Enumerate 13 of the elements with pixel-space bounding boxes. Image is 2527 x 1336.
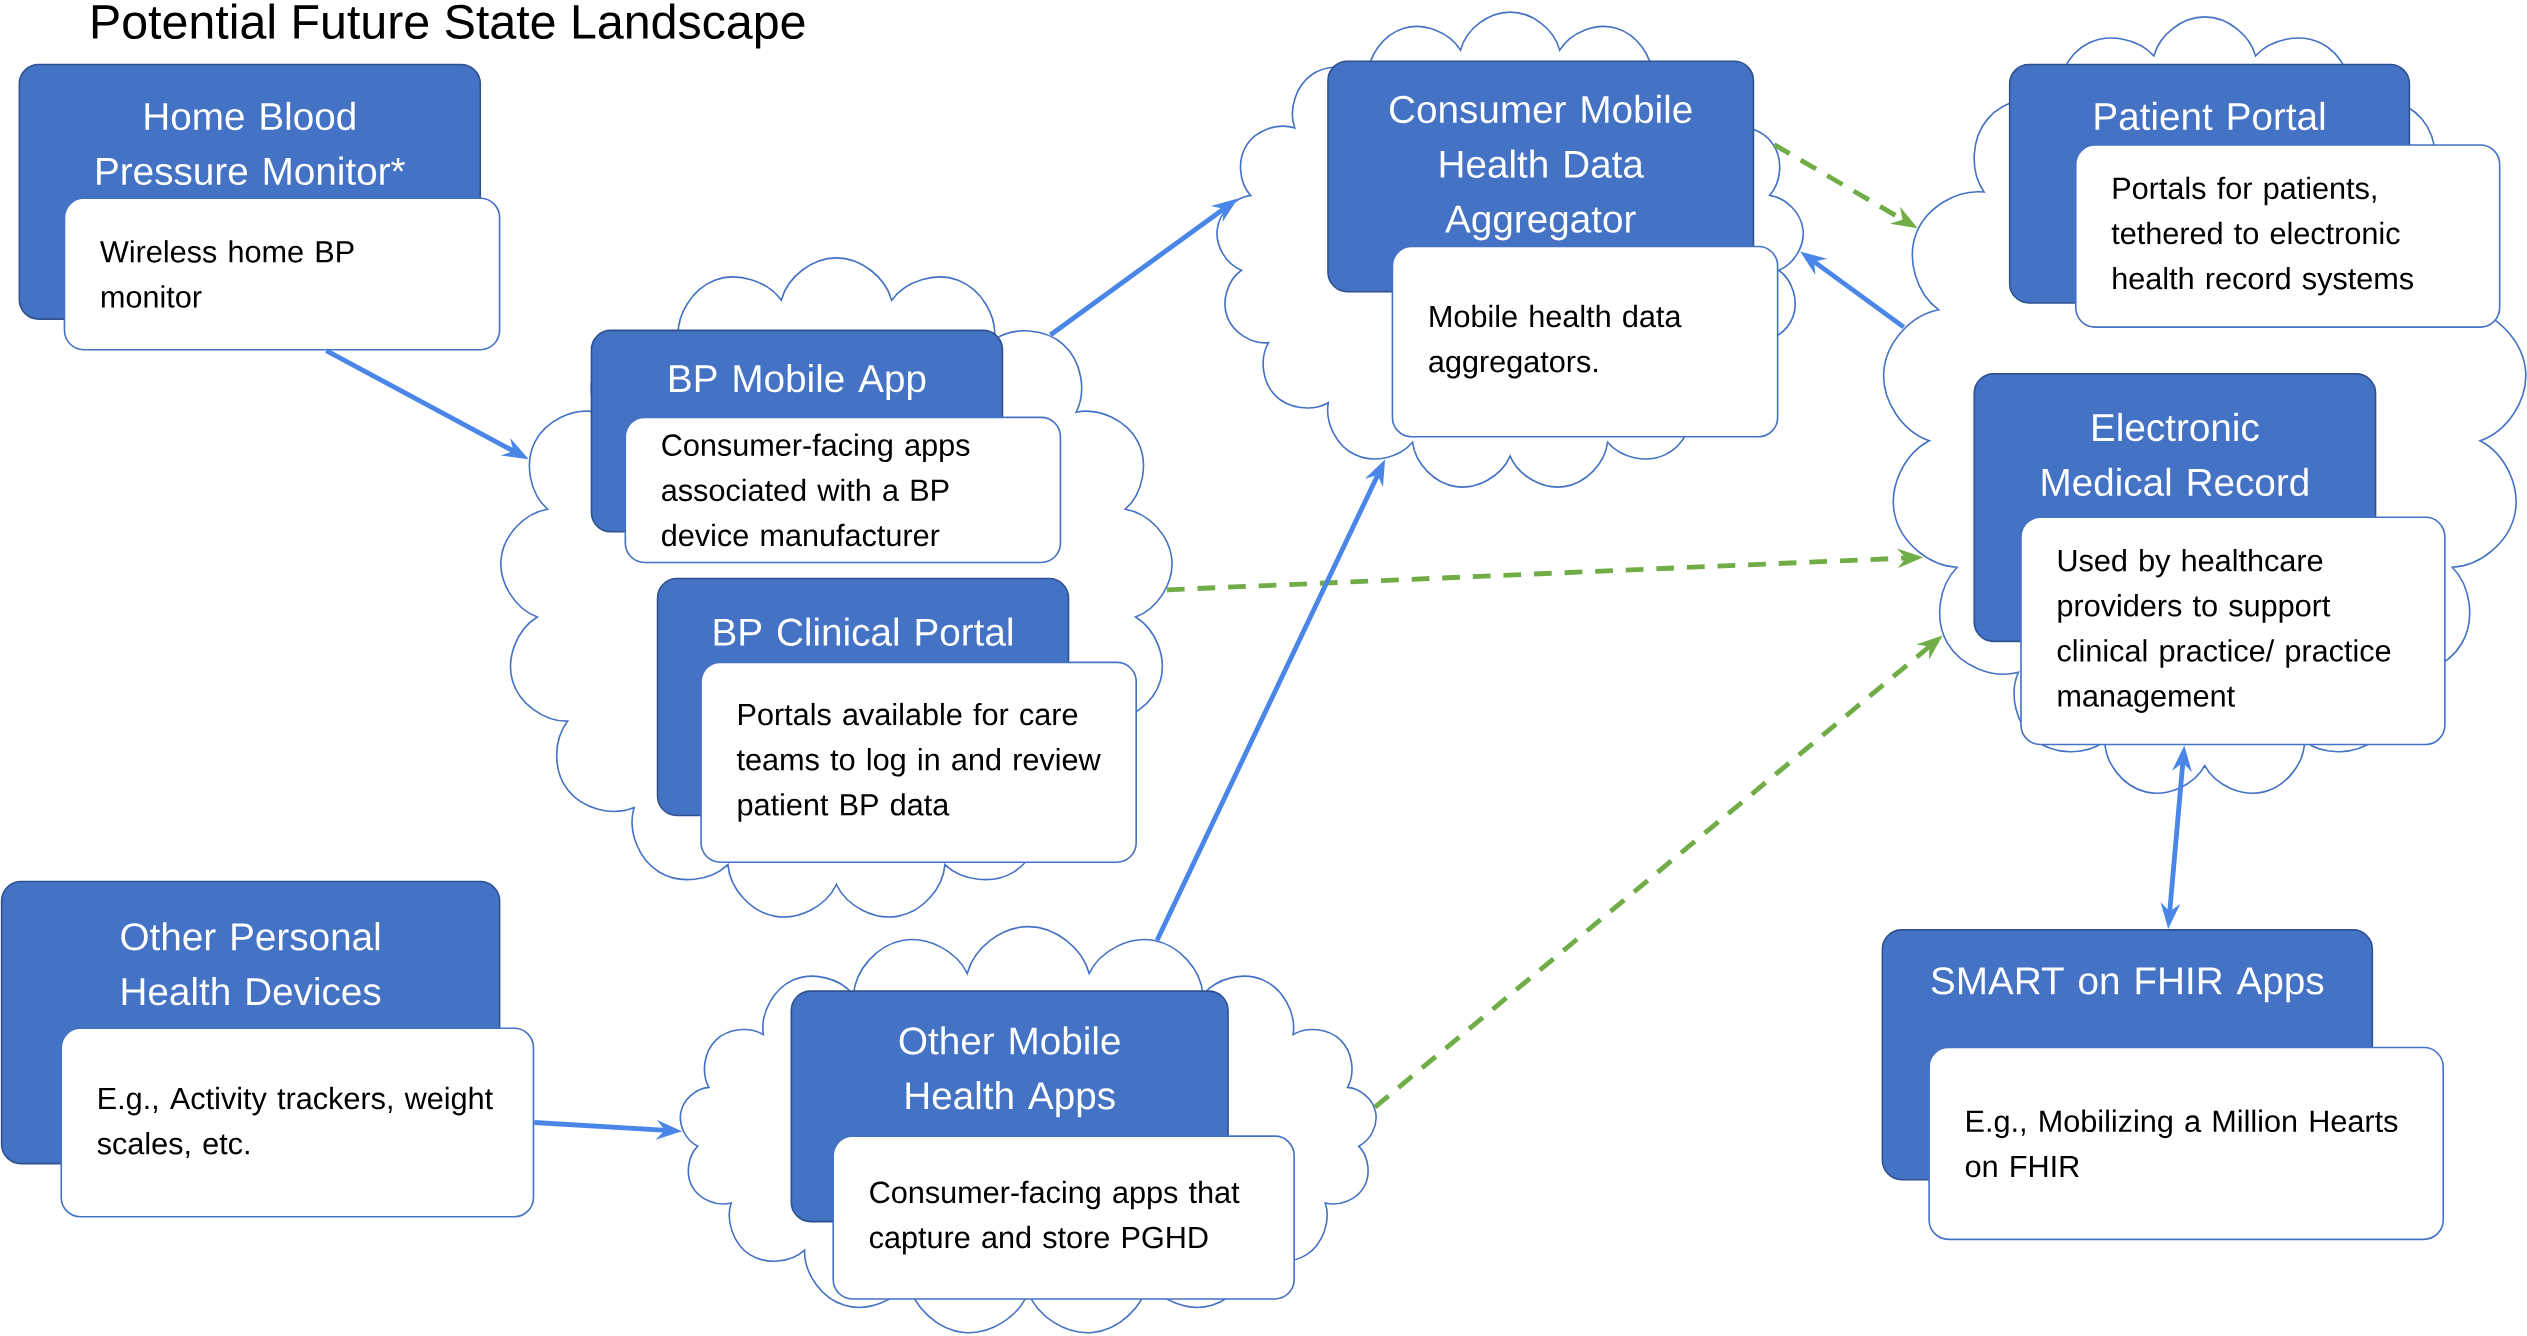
card: BP Mobile App Consumer-facing apps associated with a BP device manufacturer	[590, 329, 1062, 564]
card: Other Mobile Health Apps Consumer-facing apps that capture and store PGHD	[790, 990, 1295, 1300]
card: Patient Portal Portals for patients, tethered to electronic health record systems	[2008, 63, 2501, 328]
card: Electronic Medical Record Used by healthcare providers to support clinical practice/ practice management	[1973, 373, 2446, 746]
title: Potential Future State Landscape	[92, 3, 805, 49]
card: SMART on FHIR Apps E.g., Mobilizing a Million Hearts on FHIR	[1881, 929, 2445, 1241]
node-label: clinical practice/ practice management	[2057, 639, 2391, 713]
node-label: capture and store PGHD	[869, 1225, 1208, 1255]
node-label: Mobile health data aggregators.	[1429, 304, 1682, 379]
card: BP Clinical Portal Portals available for care teams to log in and review patient BP data	[656, 577, 1137, 863]
card: Other Personal Health Devices E.g., Activity trackers, weight scales, etc.	[0, 880, 535, 1218]
card: Consumer Mobile Health Data Aggregator Mobile health data aggregators.	[1327, 60, 1779, 438]
card: Home Blood Pressure Monitor* Wireless home BP monitor	[18, 63, 501, 351]
